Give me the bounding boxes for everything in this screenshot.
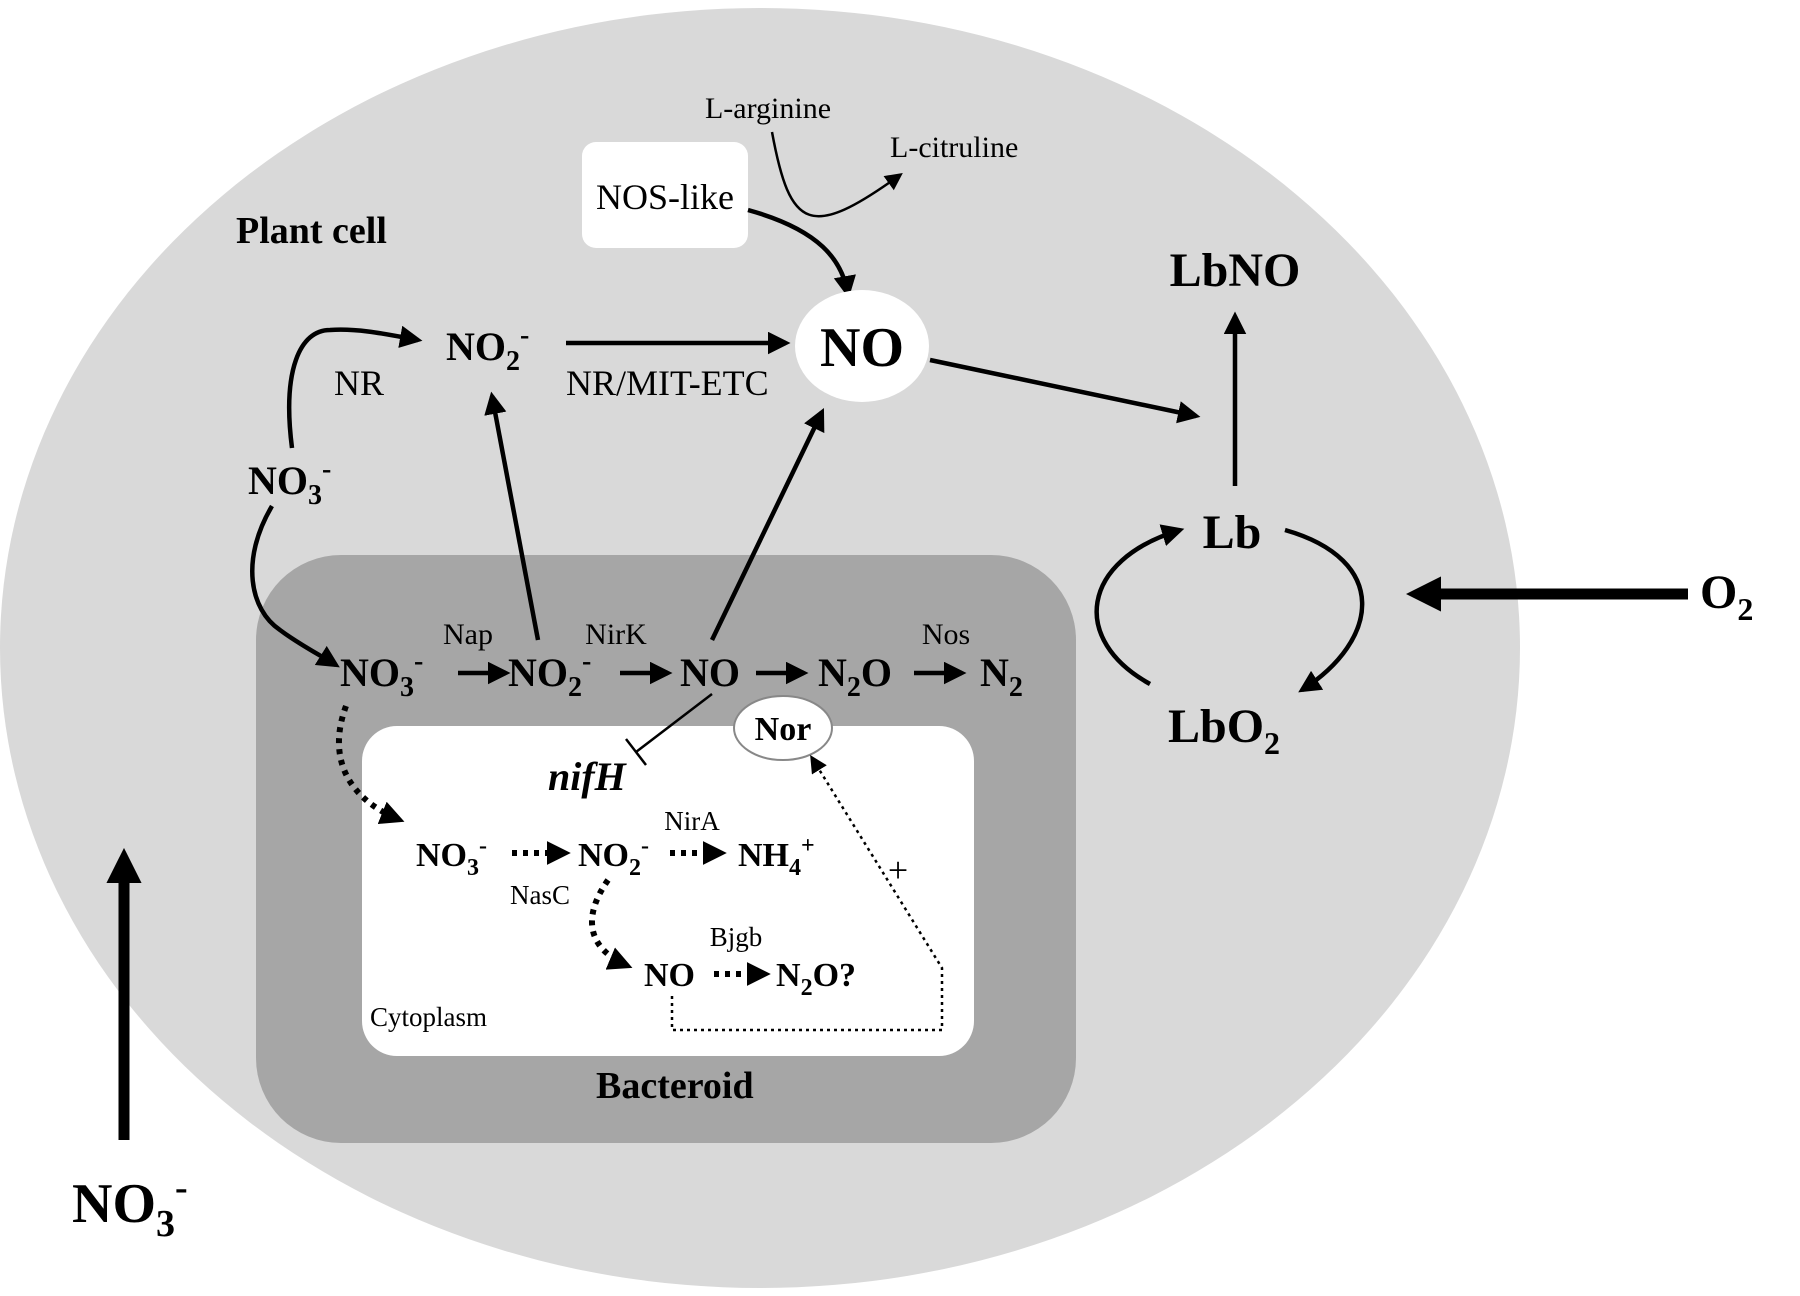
nor-ellipse: [733, 695, 833, 761]
no-bact-label: NO: [680, 650, 740, 695]
no3-plant-to-bacteroid-arrow: [250, 504, 340, 668]
n2-bact-sub: 2: [1009, 672, 1023, 703]
no3-external-sup: -: [175, 1167, 188, 1209]
lbo2-base: LbO: [1168, 700, 1264, 753]
no2-cyto-base: NO: [578, 837, 629, 874]
no2-cyto-label: NO2-: [578, 833, 649, 881]
no2-bact-base: NO: [508, 650, 568, 695]
no3-bact-to-cyto-dotted-arrow: [335, 704, 405, 824]
no3-cyto-sub: 3: [467, 855, 479, 881]
n2o-cyto-post: O?: [813, 957, 856, 994]
no2-cyto-sub: 2: [629, 855, 641, 881]
n2o-bact-post: O: [861, 650, 892, 695]
cytoplasm-label: Cytoplasm: [370, 1002, 487, 1032]
no3-plant-sub: 3: [308, 480, 322, 511]
no3-bact-label: NO3-: [340, 646, 423, 703]
nor-label: Nor: [755, 711, 812, 748]
n2o-bact-label: N2O: [818, 650, 892, 703]
no3-external-base: NO: [72, 1173, 156, 1235]
nap-label: Nap: [443, 618, 493, 651]
nos-to-no-arrow: [747, 207, 856, 299]
n2o-bact-pre: N: [818, 650, 847, 695]
lb-to-lbo2-arrow: [1284, 527, 1365, 693]
lbo2-label: LbO2: [1168, 700, 1280, 761]
no-to-lb-arrow: [929, 357, 1201, 424]
no-main-circle: [795, 290, 929, 402]
lbo2-sub: 2: [1264, 725, 1280, 761]
no2-bact-sup: -: [582, 646, 591, 677]
no3-plant-sup: -: [322, 454, 331, 485]
no3-cyto-sup: -: [479, 833, 487, 859]
no-induces-nor-feedback-arrow: [670, 755, 944, 1032]
no3-cyto-label: NO3-: [416, 833, 487, 881]
nifh-label: nifH: [548, 754, 628, 799]
cytoplasm-compartment: [362, 726, 974, 1056]
n2-bact-label: N2: [980, 650, 1023, 703]
no3-external-label: NO3-: [72, 1167, 188, 1245]
no3-plant-base: NO: [248, 458, 308, 503]
no-cyto-label: NO: [644, 957, 695, 994]
bjgb-label: Bjgb: [710, 922, 763, 952]
nh4-cyto-base: NH: [738, 837, 789, 874]
no2-to-no-cyto-dotted-arrow: [589, 878, 633, 970]
no2-bact-to-plant-arrow: [484, 391, 541, 641]
no-main-label: NO: [820, 317, 904, 379]
no3-plant-label: NO3-: [248, 454, 331, 511]
nifh-inhibition-bar: [625, 738, 647, 766]
plus-label: +: [888, 850, 908, 890]
n2o-cyto-label: N2O?: [776, 957, 856, 1001]
no2-plant-sub: 2: [506, 346, 520, 377]
nira-label: NirA: [664, 806, 720, 836]
o2-sub: 2: [1737, 591, 1753, 627]
lbno-label: LbNO: [1170, 244, 1301, 297]
nr-label: NR: [334, 363, 384, 403]
nos-label: Nos: [922, 618, 970, 651]
o2-base: O: [1700, 566, 1737, 619]
nr-mit-etc-label: NR/MIT-ETC: [566, 363, 769, 403]
l-arginine-label: L-arginine: [705, 92, 831, 125]
nos-like-box: [582, 142, 748, 248]
bacteroid-label: Bacteroid: [596, 1065, 754, 1107]
no-bact-to-plant-arrow: [709, 407, 825, 641]
no2-cyto-sup: -: [641, 833, 649, 859]
no3-external-sub: 3: [156, 1203, 175, 1245]
nh4-cyto-sub: 4: [789, 855, 801, 881]
nh4-cyto-label: NH4+: [738, 833, 815, 881]
plant-cell-label: Plant cell: [236, 210, 387, 252]
l-citruline-label: L-citruline: [890, 131, 1018, 164]
no3-to-no2-nr-arrow: [287, 325, 423, 449]
nos-like-label: NOS-like: [596, 177, 734, 217]
n2o-cyto-sub: 2: [801, 975, 813, 1001]
no2-plant-label: NO2-: [446, 320, 529, 377]
no-inhibits-nifh-line: [635, 693, 713, 753]
n2-bact-base: N: [980, 650, 1009, 695]
o2-label: O2: [1700, 566, 1753, 627]
no3-bact-sup: -: [414, 646, 423, 677]
no3-bact-sub: 3: [400, 672, 414, 703]
no2-bact-sub: 2: [568, 672, 582, 703]
no3-bact-base: NO: [340, 650, 400, 695]
nh4-cyto-sup: +: [801, 833, 815, 859]
no2-bact-label: NO2-: [508, 646, 591, 703]
no3-cyto-base: NO: [416, 837, 467, 874]
no2-plant-base: NO: [446, 324, 506, 369]
lbo2-to-lb-arrow: [1094, 524, 1185, 686]
no2-plant-sup: -: [520, 320, 529, 351]
n2o-bact-sub: 2: [847, 672, 861, 703]
nirk-label: NirK: [585, 618, 647, 651]
nasc-label: NasC: [510, 880, 570, 910]
arginine-to-citruline-arrow: [770, 131, 903, 218]
n2o-cyto-pre: N: [776, 957, 801, 994]
lb-label: Lb: [1203, 506, 1262, 559]
